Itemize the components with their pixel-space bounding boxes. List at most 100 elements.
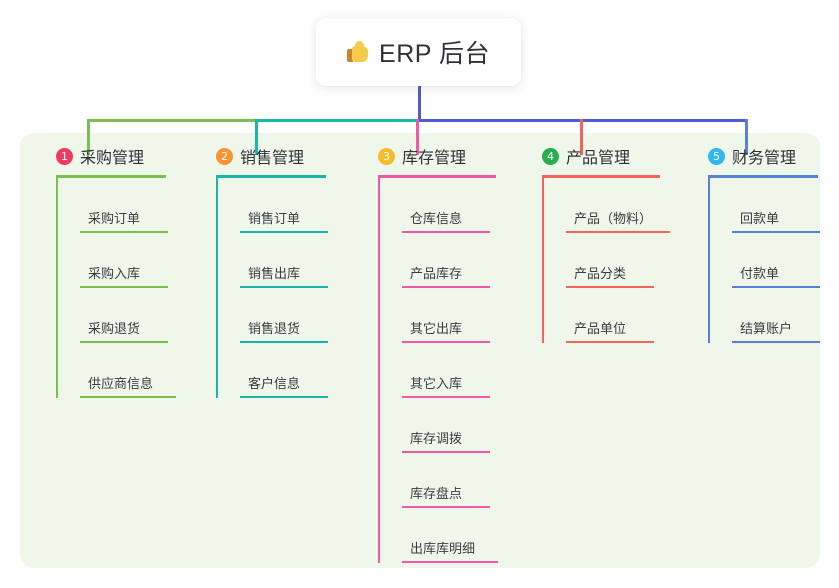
column-underline [378, 175, 496, 178]
leaf-underline [80, 396, 176, 398]
leaf-underline [80, 231, 168, 233]
column-header-2[interactable]: 2 销售管理 [198, 143, 348, 169]
diagram-background-panel [20, 133, 820, 568]
leaf-item[interactable]: 供应商信息 [80, 343, 188, 398]
leaf-label: 销售订单 [248, 211, 301, 226]
root-node-erp-backend[interactable]: ERP 后台 [316, 18, 521, 86]
leaf-item[interactable]: 产品（物料） [566, 178, 674, 233]
leaf-item[interactable]: 采购订单 [80, 178, 188, 233]
leaf-item[interactable]: 付款单 [732, 233, 839, 288]
leaf-label: 结算账户 [740, 321, 793, 336]
column-spine [708, 178, 710, 343]
column-spine [542, 178, 544, 343]
column-header-1[interactable]: 1 采购管理 [38, 143, 188, 169]
leaf-label: 库存盘点 [410, 486, 463, 501]
column-header-5[interactable]: 5 财务管理 [690, 143, 839, 169]
leaf-list: 采购订单采购入库采购退货供应商信息 [56, 178, 188, 398]
leaf-label: 其它入库 [410, 376, 463, 391]
leaf-item[interactable]: 销售出库 [240, 233, 348, 288]
wire-bus-seg-1 [87, 119, 257, 122]
leaf-item[interactable]: 结算账户 [732, 288, 839, 343]
leaf-label: 采购退货 [88, 321, 141, 336]
leaf-underline [402, 396, 490, 398]
column-badge-2: 2 [216, 147, 233, 165]
leaf-label: 销售退货 [248, 321, 301, 336]
leaf-item[interactable]: 库存盘点 [402, 453, 510, 508]
wire-bus-seg-2 [255, 119, 420, 122]
column-header-3[interactable]: 3 库存管理 [360, 143, 510, 169]
leaf-underline [566, 231, 670, 233]
leaf-item[interactable]: 产品单位 [566, 288, 674, 343]
leaf-label: 客户信息 [248, 376, 301, 391]
column-header-4[interactable]: 4 产品管理 [524, 143, 674, 169]
column-underline [708, 175, 818, 178]
leaf-underline [732, 286, 820, 288]
leaf-item[interactable]: 仓库信息 [402, 178, 510, 233]
leaf-label: 产品单位 [574, 321, 627, 336]
leaf-item[interactable]: 销售退货 [240, 288, 348, 343]
leaf-item[interactable]: 采购入库 [80, 233, 188, 288]
column-销售管理: 2 销售管理销售订单销售出库销售退货客户信息 [198, 143, 348, 398]
leaf-item[interactable]: 产品库存 [402, 233, 510, 288]
leaf-label: 销售出库 [248, 266, 301, 281]
leaf-label: 产品（物料） [574, 211, 653, 226]
column-title: 销售管理 [240, 150, 305, 167]
leaf-underline [566, 341, 654, 343]
leaf-label: 产品库存 [410, 266, 463, 281]
column-title: 库存管理 [402, 150, 467, 167]
leaf-underline [80, 341, 168, 343]
leaf-label: 回款单 [740, 211, 780, 226]
column-underline [56, 175, 166, 178]
leaf-item[interactable]: 其它入库 [402, 343, 510, 398]
leaf-list: 销售订单销售出库销售退货客户信息 [216, 178, 348, 398]
leaf-item[interactable]: 出库库明细 [402, 508, 510, 563]
leaf-label: 仓库信息 [410, 211, 463, 226]
thumbs-up-icon [347, 41, 370, 63]
leaf-label: 库存调拨 [410, 431, 463, 446]
leaf-underline [402, 506, 490, 508]
leaf-underline [240, 231, 328, 233]
leaf-list: 产品（物料） 产品分类产品单位 [542, 178, 674, 343]
leaf-underline [240, 286, 328, 288]
leaf-list: 仓库信息产品库存其它出库其它入库库存调拨库存盘点出库库明细 [378, 178, 510, 563]
column-badge-3: 3 [378, 147, 395, 165]
leaf-item[interactable]: 销售订单 [240, 178, 348, 233]
leaf-label: 供应商信息 [88, 376, 154, 391]
leaf-underline [402, 286, 490, 288]
leaf-label: 付款单 [740, 266, 780, 281]
column-库存管理: 3 库存管理仓库信息产品库存其它出库其它入库库存调拨库存盘点出库库明细 [360, 143, 510, 563]
leaf-list: 回款单付款单结算账户 [708, 178, 839, 343]
column-badge-4: 4 [542, 147, 559, 165]
leaf-label: 采购订单 [88, 211, 141, 226]
leaf-underline [240, 396, 328, 398]
leaf-underline [402, 561, 498, 563]
leaf-item[interactable]: 库存调拨 [402, 398, 510, 453]
leaf-label: 产品分类 [574, 266, 627, 281]
leaf-underline [402, 451, 490, 453]
column-spine [378, 178, 380, 563]
leaf-item[interactable]: 回款单 [732, 178, 839, 233]
leaf-label: 出库库明细 [410, 541, 476, 556]
column-badge-1: 1 [56, 147, 73, 165]
leaf-underline [402, 341, 490, 343]
column-spine [56, 178, 58, 398]
leaf-item[interactable]: 客户信息 [240, 343, 348, 398]
leaf-underline [732, 231, 820, 233]
leaf-underline [732, 341, 820, 343]
leaf-underline [80, 286, 168, 288]
leaf-underline [240, 341, 328, 343]
column-title: 财务管理 [732, 150, 797, 167]
column-title: 采购管理 [80, 150, 145, 167]
wire-root-drop [418, 86, 421, 122]
page-title: ERP 后台 [379, 40, 490, 68]
column-title: 产品管理 [566, 150, 631, 167]
leaf-item[interactable]: 采购退货 [80, 288, 188, 343]
leaf-item[interactable]: 产品分类 [566, 233, 674, 288]
leaf-label: 采购入库 [88, 266, 141, 281]
leaf-label: 其它出库 [410, 321, 463, 336]
leaf-item[interactable]: 其它出库 [402, 288, 510, 343]
wire-bus-seg-3 [418, 119, 748, 122]
column-采购管理: 1 采购管理采购订单采购入库采购退货供应商信息 [38, 143, 188, 398]
column-badge-5: 5 [708, 147, 725, 165]
column-财务管理: 5 财务管理回款单付款单结算账户 [690, 143, 839, 343]
